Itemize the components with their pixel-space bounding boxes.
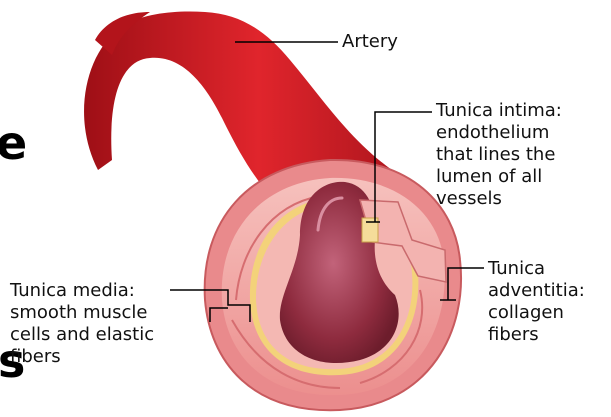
cropped-heading-top: e	[0, 118, 27, 168]
artery-label: Artery	[342, 31, 398, 53]
tunica-media-label: Tunica media: smooth muscle cells and el…	[10, 280, 154, 368]
tunica-adventitia-label: Tunica adventitia: collagen fibers	[488, 258, 585, 346]
tunica-intima-label: Tunica intima: endothelium that lines th…	[436, 100, 562, 210]
